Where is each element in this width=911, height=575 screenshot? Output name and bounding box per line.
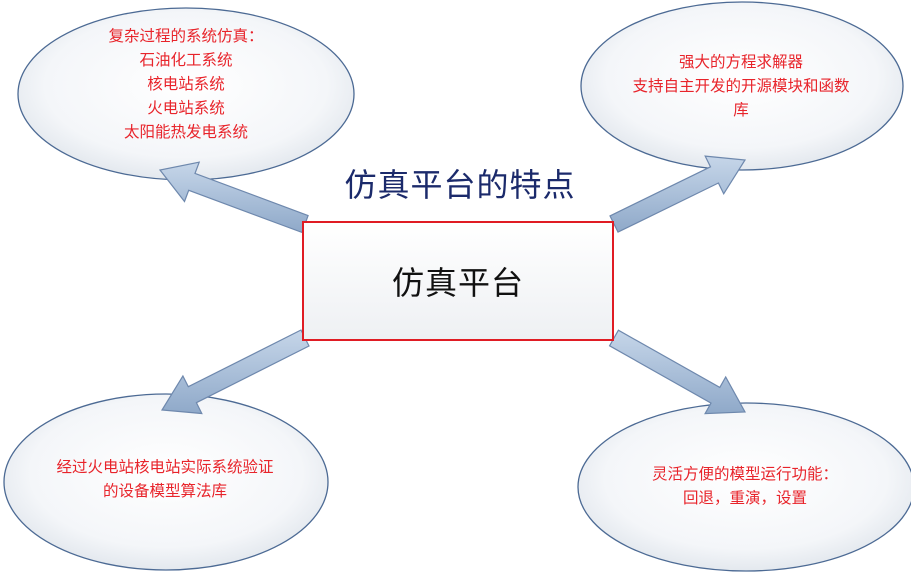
bubble-line: 经过火电站核电站实际系统验证 bbox=[56, 458, 274, 476]
bubble-bottom-right bbox=[577, 402, 911, 572]
bubble-line: 回退，重演，设置 bbox=[682, 489, 807, 507]
bubble-text-bottom-right: 灵活方便的模型运行功能： 回退，重演，设置 bbox=[605, 462, 885, 510]
arrow-to-top-right bbox=[609, 155, 747, 233]
center-node: 仿真平台 bbox=[302, 221, 614, 341]
bubble-line: 强大的方程求解器 bbox=[678, 53, 803, 71]
diagram-title: 仿真平台的特点 bbox=[344, 166, 576, 204]
bubble-line: 库 bbox=[733, 101, 749, 119]
bubble-line: 复杂过程的系统仿真： bbox=[108, 27, 264, 45]
bubble-text-top-left: 复杂过程的系统仿真： 石油化工系统核电站系统火电站系统太阳能热发电系统 bbox=[56, 24, 316, 144]
bubble-line: 火电站系统 bbox=[147, 99, 225, 117]
bubble-line: 太阳能热发电系统 bbox=[123, 123, 248, 141]
bubble-line: 石油化工系统 bbox=[139, 51, 233, 69]
arrow-to-bottom-right bbox=[608, 329, 746, 415]
arrow-to-top-left bbox=[158, 161, 309, 234]
bubble-top-right bbox=[580, 1, 904, 171]
bubble-line: 核电站系统 bbox=[147, 75, 225, 93]
center-node-label: 仿真平台 bbox=[391, 264, 524, 302]
bubble-text-bottom-left: 经过火电站核电站实际系统验证的设备模型算法库 bbox=[20, 455, 310, 503]
bubble-text-top-right: 强大的方程求解器支持自主开发的开源模块和函数库 bbox=[596, 50, 886, 122]
bubble-bottom-left bbox=[3, 393, 329, 571]
arrow-to-bottom-left bbox=[160, 329, 310, 415]
bubble-line: 支持自主开发的开源模块和函数 bbox=[632, 77, 850, 95]
bubble-line: 的设备模型算法库 bbox=[102, 482, 227, 500]
bubble-line: 灵活方便的模型运行功能： bbox=[651, 465, 838, 483]
